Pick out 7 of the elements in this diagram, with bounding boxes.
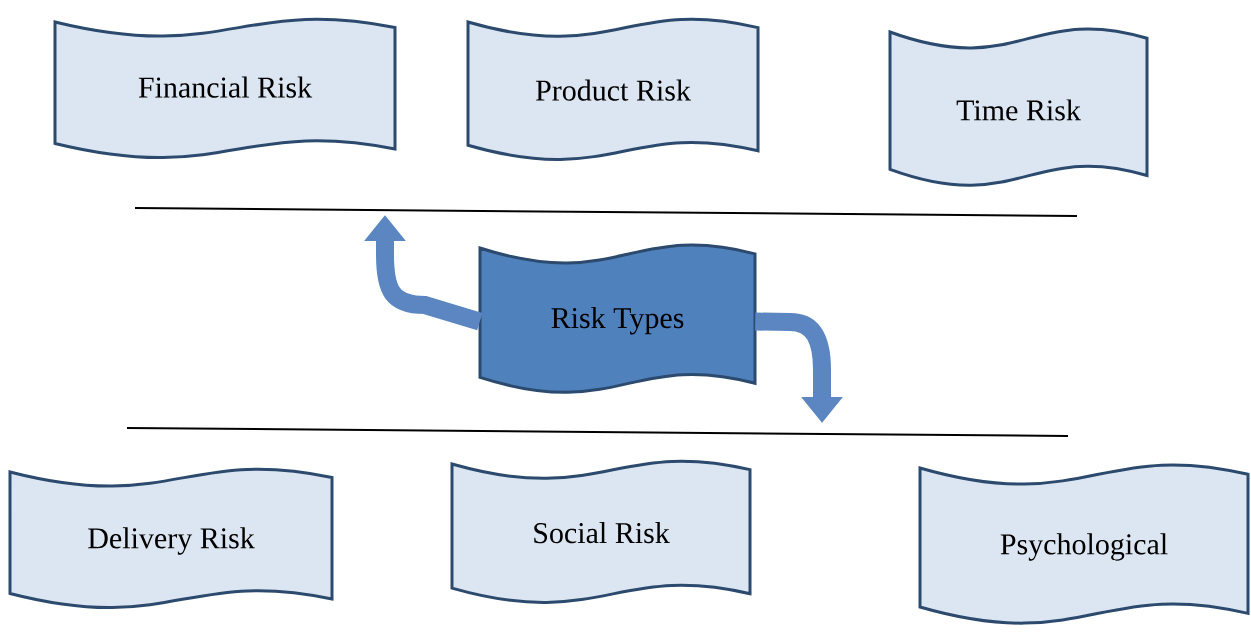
wavy-banner: Product Risk	[466, 17, 760, 161]
wavy-banner: Psychological	[918, 463, 1250, 625]
wavy-banner: Time Risk	[888, 27, 1149, 187]
wavy-banner: Risk Types	[478, 243, 757, 394]
wavy-banner: Financial Risk	[53, 17, 397, 159]
wavy-banner: Social Risk	[450, 459, 752, 604]
wavy-banner: Delivery Risk	[8, 467, 334, 609]
